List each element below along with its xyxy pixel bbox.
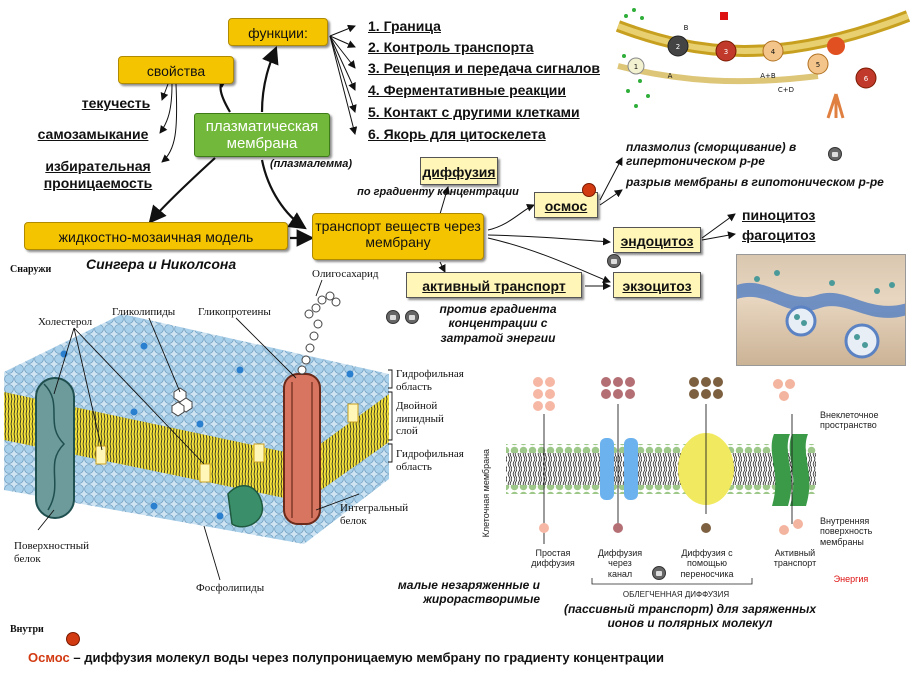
receptor-label: B	[684, 24, 689, 32]
function-item: 5. Контакт с другими клетками	[368, 104, 580, 120]
hydrophilic-top-label: Гидрофильная область	[396, 368, 464, 393]
phospholipids-label: Фосфолипиды	[196, 582, 265, 594]
properties-box: свойства	[118, 56, 234, 84]
footer-text: – диффузия молекул воды через полупрониц…	[69, 650, 664, 665]
transport-figure	[506, 377, 816, 585]
function-item: 2. Контроль транспорта	[368, 39, 534, 55]
receptor-label: 6	[864, 75, 869, 83]
property-item: избирательная проницаемость	[43, 158, 153, 191]
endocytosis-type: пиноцитоз	[742, 207, 816, 223]
bilayer-label: Двойной липидный слой	[396, 400, 444, 438]
hydrophilic-bottom-label: Гидрофильная область	[396, 448, 464, 473]
receptor-label: A	[668, 72, 673, 80]
channel-diffusion-label: Диффузия через канал	[597, 548, 643, 579]
water-molecule-icon	[66, 632, 80, 646]
function-item: 1. Граница	[368, 18, 441, 34]
sound-icon[interactable]	[828, 147, 842, 161]
footer-term: Осмос	[28, 650, 70, 665]
receptor-label: 1	[634, 63, 638, 71]
receptor-label: 2	[676, 43, 680, 51]
receptor-label: C+D	[778, 86, 794, 94]
model-box: жидкостно-мозаичная модель	[24, 222, 288, 250]
endocytosis-box: эндоцитоз	[613, 227, 701, 253]
receptor-figure: 1 2 3 4 5 6 A B A+B C+D	[615, 8, 910, 119]
integral-protein-label: Интегральный белок	[340, 502, 409, 527]
osmosis-note: разрыв мембраны в гипотоническом р-ре	[626, 175, 884, 189]
diffusion-box: диффузия	[420, 157, 498, 185]
glycolipids-label: Гликолипиды	[112, 306, 176, 318]
function-item: 3. Рецепция и передача сигналов	[368, 60, 600, 76]
exocytosis-box: экзоцитоз	[613, 272, 701, 298]
functions-box: функции:	[228, 18, 328, 46]
endocytosis-image	[736, 254, 906, 366]
outside-label: Снаружи	[10, 264, 52, 275]
property-item: текучесть	[81, 95, 151, 111]
endocytosis-type: фагоцитоз	[742, 227, 816, 243]
right-note: (пассивный транспорт) для заряженных ион…	[563, 602, 817, 631]
sound-icon[interactable]	[405, 310, 419, 324]
surface-protein-label: Поверхностный белок	[14, 540, 89, 565]
energy-label: Энергия	[833, 574, 869, 584]
receptor-label: 5	[816, 61, 820, 69]
function-item: 4. Ферментативные реакции	[368, 82, 567, 98]
left-note: малые незаряженные и жирорастворимые	[397, 578, 540, 607]
transport-box: транспорт веществ через мембрану	[312, 213, 484, 260]
active-transport-subtitle: против градиента концентрации с затратой…	[439, 302, 557, 345]
model-subtitle: Сингера и Николсона	[86, 256, 237, 272]
sound-icon[interactable]	[607, 254, 621, 268]
receptor-label: 4	[771, 48, 776, 56]
inside-label: Внутри	[10, 624, 44, 635]
property-item: самозамыкание	[37, 126, 149, 142]
cholesterol-label: Холестерол	[38, 316, 93, 328]
oligosaccharide-label: Олигосахарид	[312, 268, 379, 280]
membrane-figure	[4, 279, 393, 581]
carrier-diffusion-label: Диффузия с помощью переносчика	[680, 548, 734, 579]
sound-icon[interactable]	[652, 566, 666, 580]
osmosis-note: плазмолиз (сморщивание) в гипертоническо…	[626, 140, 797, 169]
function-item: 6. Якорь для цитоскелета	[368, 126, 546, 142]
membrane-label: Клеточная мембрана	[480, 448, 491, 538]
footer-definition: Осмос – диффузия молекул воды через полу…	[28, 650, 664, 665]
glycoproteins-label: Гликопротеины	[198, 306, 271, 318]
simple-diffusion-label: Простая диффузия	[531, 548, 575, 569]
diffusion-subtitle: по градиенту концентрации	[357, 186, 519, 198]
active-transport-box: активный транспорт	[406, 272, 582, 298]
active-transport-label: Активный транспорт	[773, 548, 817, 569]
receptor-label: A+B	[760, 72, 776, 80]
inner-surface-label: Внутренняя поверхность мембраны	[820, 516, 873, 547]
water-molecule-icon	[582, 183, 596, 197]
center-subtitle: (плазмалемма)	[270, 158, 353, 170]
facilitated-label: ОБЛЕГЧЕННАЯ ДИФФУЗИЯ	[622, 590, 730, 599]
center-box: плазматическая мембрана	[194, 113, 330, 157]
receptor-label: 3	[724, 48, 728, 56]
sound-icon[interactable]	[386, 310, 400, 324]
extracellular-label: Внеклеточное пространство	[820, 410, 879, 431]
